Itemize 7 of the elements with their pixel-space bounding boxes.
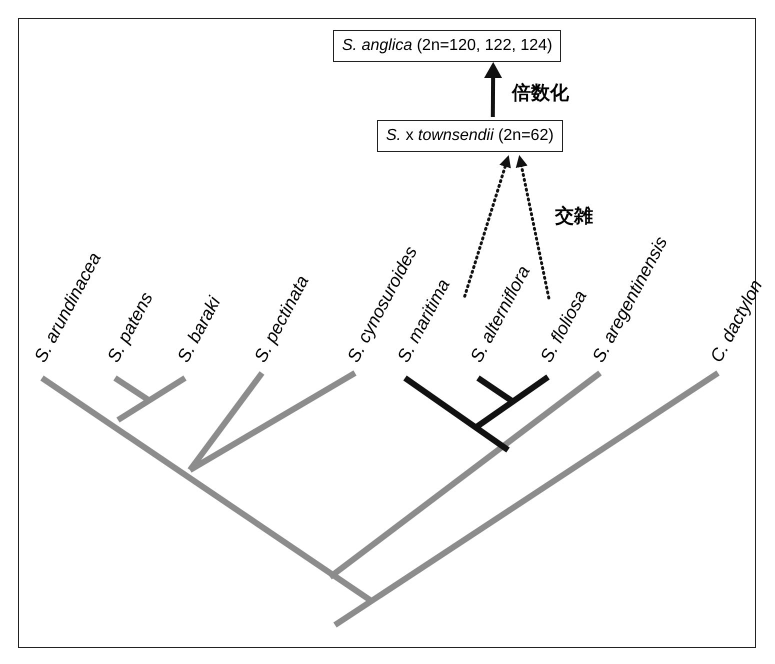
arrow [484, 62, 502, 118]
arrow [516, 155, 550, 300]
edge-label: 倍数化 [512, 81, 569, 106]
species-box: S. x townsendii (2n=62) [377, 120, 563, 152]
species-box: S. anglica (2n=120, 122, 124) [333, 30, 562, 62]
annotation-label: 交雑 [555, 204, 593, 229]
arrow [463, 155, 511, 298]
